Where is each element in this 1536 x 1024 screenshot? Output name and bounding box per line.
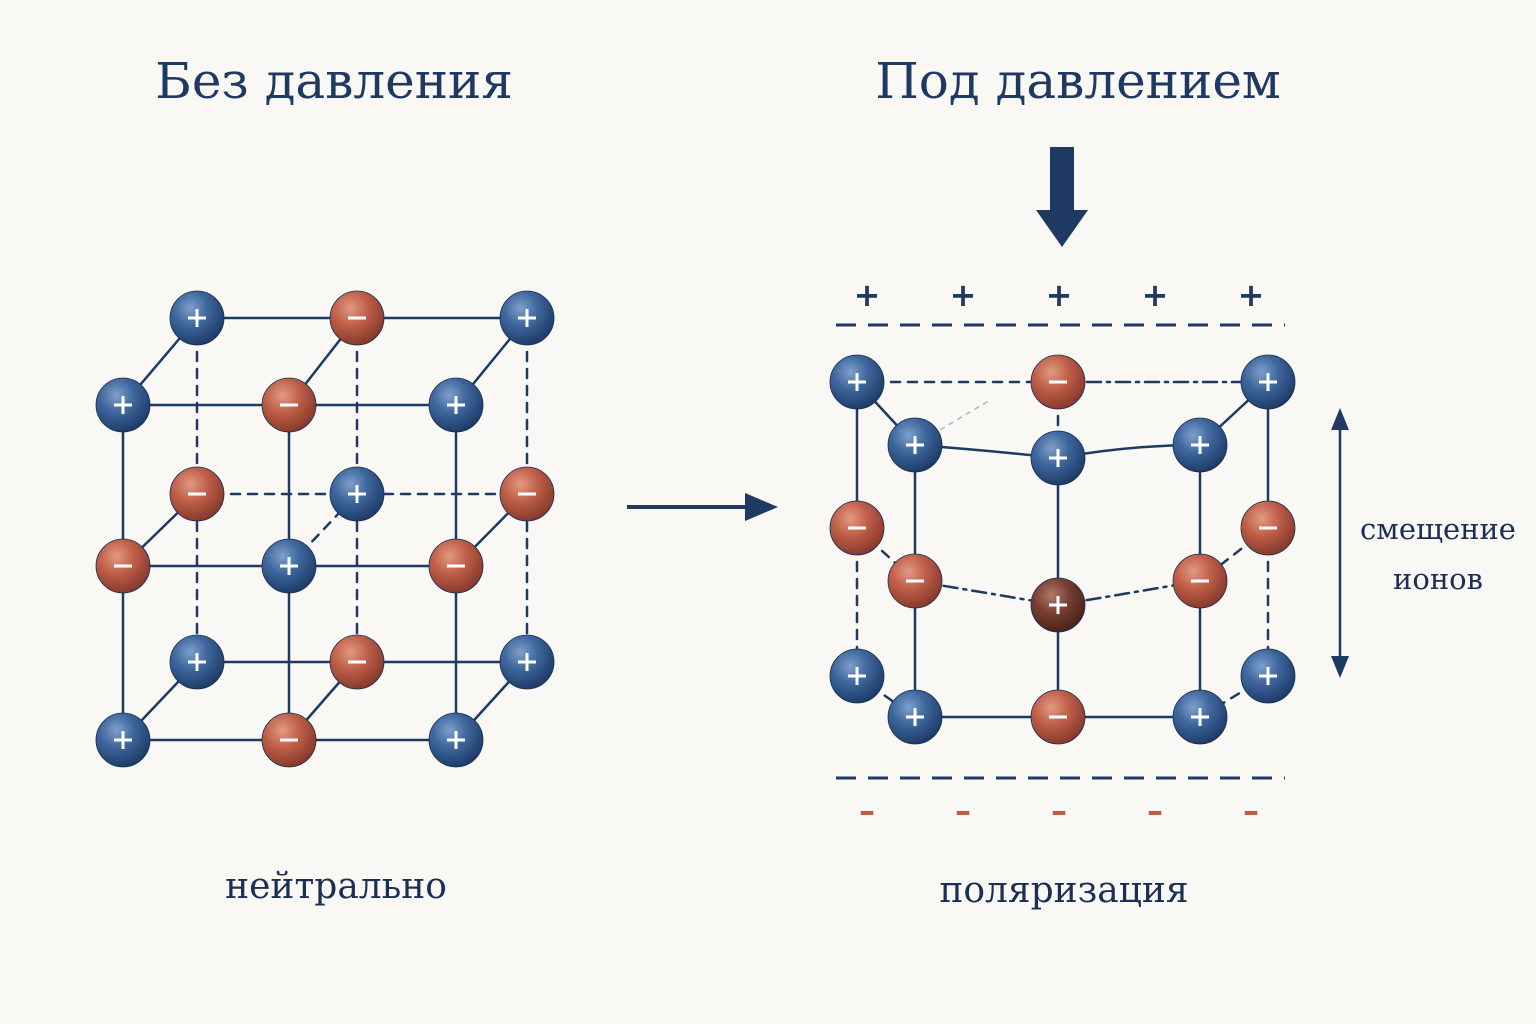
right-lattice-ions	[829, 354, 1296, 745]
cation-ion	[1240, 354, 1296, 410]
anion-ion	[261, 377, 317, 433]
positive-surface-charge: +	[1046, 276, 1073, 314]
right-panel-caption: поляризация	[939, 870, 1189, 911]
bond-line	[855, 526, 917, 583]
cation-ion	[169, 290, 225, 346]
cation-ion	[1030, 430, 1086, 486]
cation-ion	[499, 634, 555, 690]
double-arrow-vertical-icon	[1331, 656, 1349, 678]
negative-surface-charge: –	[1051, 792, 1067, 830]
anion-ion	[95, 538, 151, 594]
cation-ion	[829, 354, 885, 410]
anion-ion	[829, 500, 885, 556]
cation-ion	[329, 466, 385, 522]
cation-ion	[1172, 689, 1228, 745]
pressure-arrow-down-icon	[1036, 147, 1088, 247]
negative-surface-charge: –	[1147, 792, 1163, 830]
anion-ion	[329, 634, 385, 690]
positive-surface-charge: +	[1238, 276, 1265, 314]
left-panel-caption: нейтрально	[225, 866, 447, 907]
cation-ion	[428, 712, 484, 768]
cation-ion	[1240, 648, 1296, 704]
anion-ion	[1030, 354, 1086, 410]
cation-ion	[829, 648, 885, 704]
arrows	[627, 147, 1349, 678]
anion-ion	[329, 290, 385, 346]
right-panel-title: Под давлением	[875, 52, 1281, 110]
left-lattice-ions	[95, 290, 555, 768]
transition-arrow-right-icon	[745, 493, 778, 521]
anion-ion	[499, 466, 555, 522]
cation-ion	[428, 377, 484, 433]
anion-ion	[1030, 689, 1086, 745]
cation-ion	[1030, 577, 1086, 633]
positive-surface-charge: +	[854, 276, 881, 314]
negative-surface-charge: –	[1243, 792, 1259, 830]
positive-surface-charge: +	[950, 276, 977, 314]
anion-ion	[887, 553, 943, 609]
ion-displacement-label-line2: ионов	[1393, 562, 1483, 596]
bond-line	[1198, 674, 1270, 719]
cation-ion	[499, 290, 555, 346]
cation-ion	[95, 712, 151, 768]
negative-surface-charge: –	[859, 792, 875, 830]
cation-ion	[95, 377, 151, 433]
anion-ion	[1240, 500, 1296, 556]
cation-ion	[169, 634, 225, 690]
ion-displacement-label: смещение ионов	[1360, 504, 1516, 604]
ion-displacement-label-line1: смещение	[1360, 512, 1516, 546]
cation-ion	[887, 689, 943, 745]
positive-surface-charge: +	[1142, 276, 1169, 314]
negative-surface-charge: –	[955, 792, 971, 830]
anion-ion	[261, 712, 317, 768]
double-arrow-vertical-icon	[1331, 408, 1349, 430]
anion-ion	[169, 466, 225, 522]
cation-ion	[1172, 417, 1228, 473]
anion-ion	[428, 538, 484, 594]
cation-ion	[887, 417, 943, 473]
anion-ion	[1172, 553, 1228, 609]
cation-ion	[261, 538, 317, 594]
surface-charge-plates: + – + – + – + – + –	[836, 276, 1285, 830]
left-panel-title: Без давления	[155, 52, 513, 110]
